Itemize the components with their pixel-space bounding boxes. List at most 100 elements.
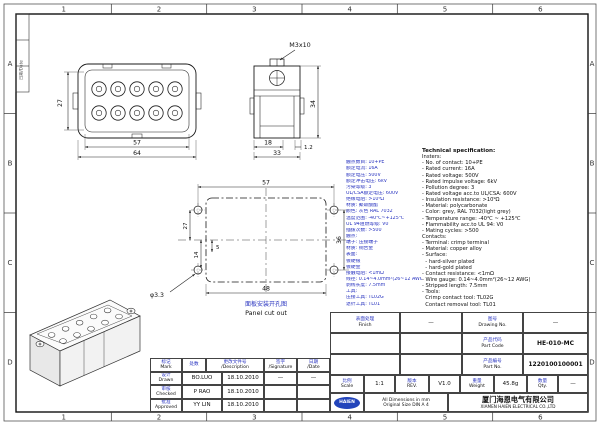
grid-row-label: D: [589, 359, 594, 367]
technical-spec-block: Technical specification: Insters: 触点数目: …: [346, 148, 586, 308]
spec-line: 镀硬银 - hard-silver plated: [346, 258, 475, 265]
tb-qty-value: —: [558, 375, 588, 393]
grid-col-label: 6: [538, 414, 543, 422]
spec-line: 压接工具: TL02G Crimp contact tool: TL02G: [346, 295, 494, 302]
spec-line: 触点数目: 10+PE- No. of contact: 10+PE: [346, 160, 483, 167]
company-logo: HAIEN: [334, 396, 360, 409]
cutout-dim-right: 36: [336, 236, 343, 244]
grid-col-label: 1: [61, 414, 65, 422]
grid-col-label: 3: [252, 6, 256, 14]
grid-col-label: 1: [61, 6, 65, 14]
side-dim-height: 34: [310, 100, 317, 108]
tb-approved-date: 18.10.2010: [222, 398, 264, 412]
grid-col-label: 5: [443, 6, 447, 14]
tb-approved-name: YY LIN: [182, 398, 222, 412]
cutout-label-cn: 面板安装开孔图: [245, 300, 287, 308]
tb-drawingno-value: —: [523, 312, 588, 333]
spec-line: 材质: 聚碳酸酯- Material: polycarbonate: [346, 203, 488, 210]
grid-row-label: A: [590, 60, 595, 68]
tb-rev-value: V1.0: [429, 375, 460, 393]
cutout-hole-dia: φ3.3: [150, 292, 164, 299]
tb-weight-value: 45.8g: [494, 375, 527, 393]
spec-line: 材质: 铜合金- Material: copper alloy: [346, 246, 482, 253]
tb-header-date: 日期/Date: [297, 358, 330, 372]
tb-partno-value: 1220100100001: [523, 354, 588, 375]
corner-strip-label: 日期/Date: [19, 60, 25, 80]
iso-contact-holes: [47, 307, 123, 344]
grid-row-label: A: [8, 60, 13, 68]
company-name-cn: 厦门海恩电气有限公司: [482, 395, 554, 404]
spec-line: 触点:Contacts:: [346, 233, 447, 240]
corner-strip: [15, 13, 30, 93]
tb-company-cell: 厦门海恩电气有限公司 XIAMEN HAIEN ELECTRICAL CO.,L…: [448, 393, 588, 412]
grid-row-label: C: [590, 259, 595, 267]
iso-3d-view: [29, 299, 141, 387]
cutout-dim-bottom: 48: [262, 286, 270, 293]
spec-line: 额定电压: 500V- Rated voltage: 500V: [346, 172, 479, 179]
tb-scale-value: 1:1: [364, 375, 395, 393]
side-view: [249, 49, 321, 160]
spec-line: 插拔次数: >500- Mating cycles: >500: [346, 227, 479, 234]
tb-finish-value: —: [400, 312, 462, 333]
spec-line: 表面:- Surface:: [346, 252, 448, 259]
grid-col-label: 2: [157, 6, 161, 14]
spec-line: 绝缘电阻: >10⁹Ω- Insulation resistance: >10⁹…: [346, 197, 500, 204]
tb-empty-cell: [297, 385, 330, 399]
tb-empty-cell: [330, 333, 400, 354]
spec-line: 接触电阻: <1mΩ- Contact resistance: <1mΩ: [346, 270, 495, 277]
tb-partcode-value: HE-010-MC: [523, 333, 588, 354]
side-dim-total: 33: [273, 150, 281, 157]
side-dim-w1: 18: [264, 140, 272, 147]
tb-note-cell: All Dimensions in mm Original Size DIN A…: [364, 393, 448, 412]
tb-header-count: 处数: [182, 358, 206, 372]
tb-checked-date: 18.10.2010: [222, 385, 264, 399]
spec-line: 污染等级: 3- Pollution degree: 3: [346, 184, 475, 191]
cutout-dim-top: 57: [262, 180, 270, 187]
dimensions-note: All Dimensions in mm: [382, 397, 430, 403]
spec-line: 退针工具: TL01 Contact removal tool: TL01: [346, 301, 496, 308]
grid-col-label: 6: [538, 6, 543, 14]
grid-row-label: B: [590, 160, 595, 168]
cutout-dim-left1: 27: [183, 222, 189, 229]
tb-drawn-date: 18.10.2010: [222, 371, 264, 385]
spec-line: Technical specification:: [422, 148, 496, 154]
spec-line: 工具:- Tools:: [346, 289, 441, 296]
spec-line: 温度范围: -40℃~+125℃- Temperature range: -40…: [346, 215, 521, 222]
spec-line: 颜色: 灰色 RAL 7032- Color: grey, RAL 7032(l…: [346, 209, 511, 216]
front-view: [64, 63, 202, 160]
tb-checked-name: P RAO: [182, 385, 222, 399]
spec-line: 剥线长度: 7.5mm- Stripped length: 7.5mm: [346, 283, 488, 290]
panel-cutout-view: [169, 184, 350, 296]
tb-header-signature: 签字/Signature: [264, 358, 297, 372]
company-name-en: XIAMEN HAIEN ELECTRICAL CO.,LTD: [480, 404, 556, 409]
tb-empty-cell: [330, 354, 400, 375]
spec-line: 镀硬金 - hard-gold plated: [346, 264, 472, 271]
grid-col-label: 4: [347, 6, 352, 14]
spec-line: 线径: 0.14~4.0mm²(26~12 AWG)- Wire gauge: …: [346, 276, 531, 283]
front-dim-width-inner: 57: [133, 140, 141, 147]
grid-col-label: 5: [443, 414, 447, 422]
tb-drawn-name: BO.LUO: [182, 371, 222, 385]
spec-line: UL 94阻燃等级: V0- Flammability acc.to UL 94…: [346, 221, 504, 228]
front-dim-height: 27: [57, 99, 64, 107]
tb-header-description: 更改文件号/Description: [206, 358, 264, 372]
cutout-dim-left2: 14: [194, 251, 200, 258]
grid-row-label: D: [7, 359, 12, 367]
spec-line: 额定电流: 16A- Rated current: 16A: [346, 166, 475, 173]
grid-row-label: B: [8, 160, 13, 168]
grid-col-label: 4: [347, 414, 352, 422]
grid-col-label: 3: [252, 414, 256, 422]
side-dim-w2: 1.2: [304, 145, 313, 151]
cutout-dim-left3: 5: [216, 245, 220, 251]
